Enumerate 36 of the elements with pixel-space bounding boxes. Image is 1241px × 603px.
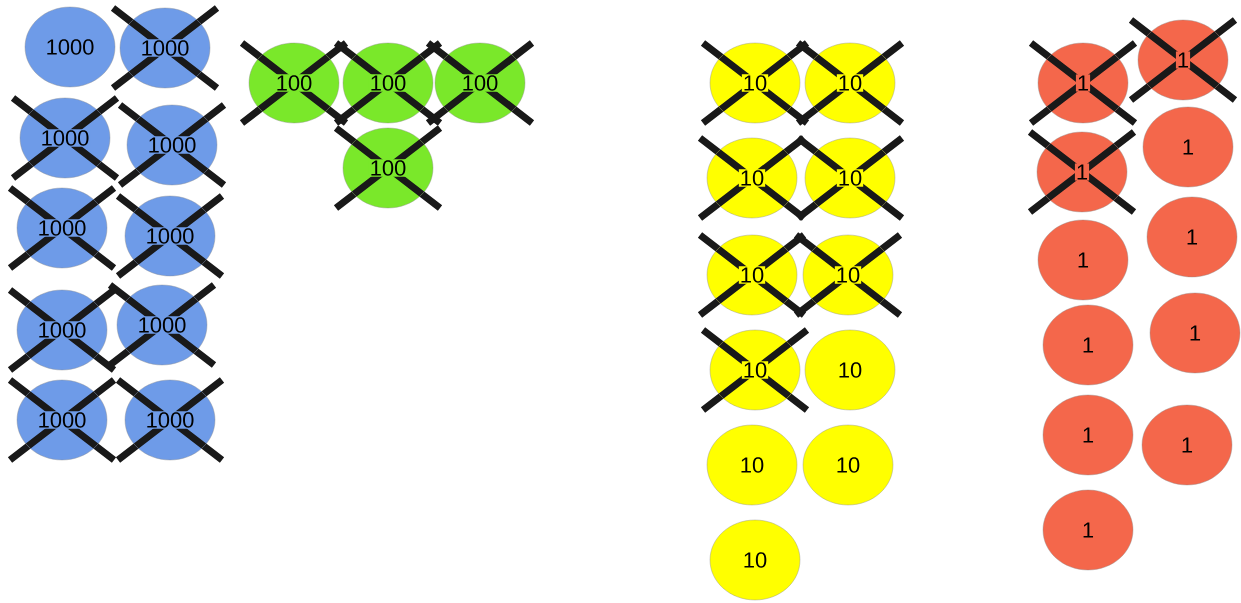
place-value-disk: 1000 — [116, 284, 208, 366]
place-value-disk: 10 — [709, 42, 801, 124]
place-value-disk: 1 — [1042, 304, 1134, 386]
place-value-disk: 10 — [804, 42, 896, 124]
place-value-disk: 1000 — [16, 289, 108, 371]
place-value-disk: 10 — [709, 519, 801, 601]
place-value-disk: 1000 — [24, 6, 116, 88]
place-value-disk: 1 — [1146, 196, 1238, 278]
place-value-disk: 1 — [1037, 219, 1129, 301]
place-value-disk: 1000 — [124, 195, 216, 277]
place-value-disk: 1000 — [16, 379, 108, 461]
place-value-disk: 1000 — [19, 97, 111, 179]
place-value-disk: 1 — [1137, 19, 1229, 101]
place-value-disk: 1000 — [16, 187, 108, 269]
place-value-disk: 1 — [1142, 106, 1234, 188]
place-value-disk: 1 — [1149, 292, 1241, 374]
place-value-disk: 10 — [802, 424, 894, 506]
place-value-disk: 1 — [1042, 489, 1134, 571]
place-value-disk: 100 — [342, 127, 434, 209]
place-value-disk: 10 — [706, 424, 798, 506]
place-value-disk: 1000 — [126, 104, 218, 186]
place-value-disk: 100 — [342, 42, 434, 124]
place-value-disk: 10 — [802, 234, 894, 316]
place-value-disk: 10 — [804, 329, 896, 411]
place-value-disk: 10 — [706, 234, 798, 316]
place-value-disk: 1 — [1141, 404, 1233, 486]
place-value-disk: 1 — [1036, 131, 1128, 213]
place-value-disk: 100 — [434, 42, 526, 124]
place-value-disk: 1000 — [119, 7, 211, 89]
place-value-disk: 1 — [1037, 42, 1129, 124]
place-value-disk: 100 — [248, 42, 340, 124]
place-value-disk: 1 — [1042, 394, 1134, 476]
place-value-disk: 10 — [709, 329, 801, 411]
place-value-disk: 10 — [706, 137, 798, 219]
place-value-disk: 1000 — [124, 379, 216, 461]
place-value-disk: 10 — [804, 137, 896, 219]
